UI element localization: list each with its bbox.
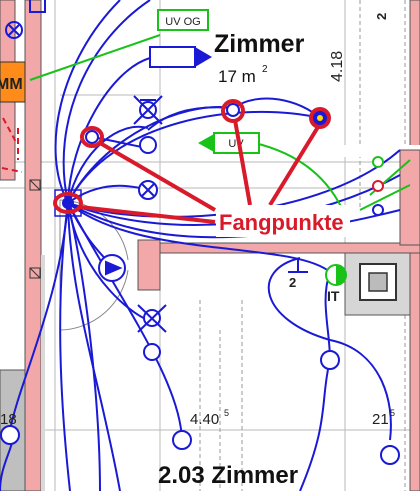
dimension-bottom-mid-exp: 5 (224, 408, 229, 418)
dimension-vertical: 4.18 (329, 51, 346, 82)
junction-box-dot (62, 197, 74, 209)
socket-circle-bottom (172, 430, 192, 450)
annotation-label: Fangpunkte (219, 210, 344, 235)
socket-circle-bottom-right (380, 445, 400, 465)
socket-circle-bottom-left (0, 425, 20, 445)
switch-symbols (372, 156, 384, 216)
room-name-bottom: 2.03 Zimmer (158, 462, 298, 489)
dimension-bottom-left: 18 (0, 411, 17, 428)
annotation-label-box: Fangpunkte (216, 205, 350, 237)
annotation-fangpunkte (53, 99, 331, 224)
lamp-center (226, 103, 240, 117)
socket-symbol-top (133, 95, 163, 154)
room-area-exponent: 2 (262, 64, 268, 75)
mm-tag: MM (0, 61, 26, 103)
crossed-boxes (5, 21, 41, 279)
red-dash-marks (1, 117, 23, 173)
socket-symbol-mid (137, 304, 167, 361)
socket-circle-right (320, 350, 340, 370)
wall-pillar (137, 239, 161, 291)
wall-left (24, 0, 42, 492)
room-name-zimmer: Zimmer (214, 30, 305, 58)
distribution-arrow (149, 46, 212, 68)
mm-label: MM (0, 76, 23, 93)
lamp-left (85, 130, 99, 144)
tag-two-top-right: 2 (374, 13, 389, 20)
uv-og-tag: UV OG (157, 9, 209, 31)
room-area: 17 m (218, 67, 256, 86)
dimension-bottom-mid: 4.40 (190, 411, 219, 428)
dimension-bottom-right-exp: 5 (390, 408, 395, 418)
dimension-bottom-right: 21 (372, 411, 389, 428)
wall-mid-horizontal (159, 242, 420, 254)
uv-og-label: UV OG (165, 16, 200, 28)
uv-tag: UV (198, 132, 260, 154)
it-outlet: IT (325, 264, 347, 304)
it-label: IT (327, 288, 340, 304)
tag-two-mid: 2 (289, 275, 296, 290)
lamp-symbols (0, 95, 400, 465)
